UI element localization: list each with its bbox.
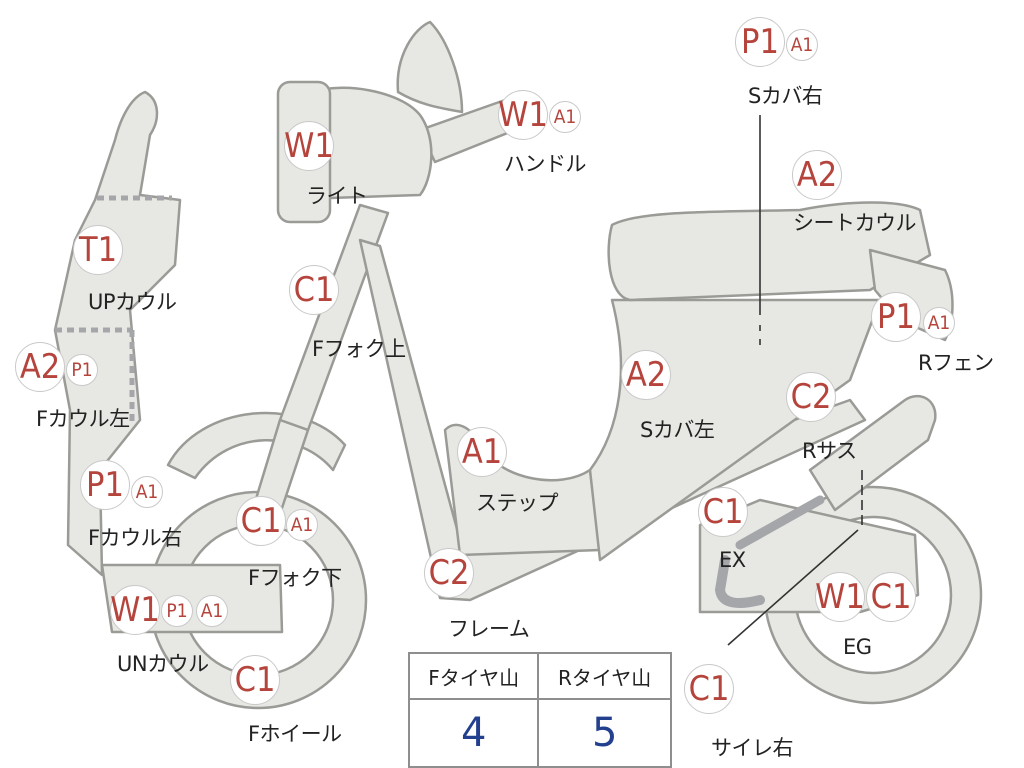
code-badge: P1 (161, 595, 193, 627)
code-badge: C1 (289, 265, 339, 315)
rear-suspension (808, 394, 937, 512)
code-badge: A1 (786, 29, 818, 61)
part-label-ex: EX (719, 548, 746, 572)
code-badge: A1 (549, 101, 581, 133)
part-label-step: ステップ (476, 491, 559, 515)
tire-tread-table: Fタイヤ山 Rタイヤ山 4 5 (407, 652, 672, 768)
part-label-f-cowl-right: Fカウル右 (88, 526, 182, 550)
code-badge: A1 (286, 509, 318, 541)
value-front-tire: 4 (407, 698, 540, 768)
part-label-fork-upper: Fフォク上 (312, 337, 406, 361)
part-label-side-cover-left: Sカバ左 (640, 418, 715, 442)
exhaust-pipe (714, 555, 765, 608)
code-badge: A2 (792, 150, 842, 200)
header-rear-tire: Rタイヤ山 (537, 652, 672, 700)
front-cowl (53, 90, 182, 577)
code-badge: A1 (131, 476, 163, 508)
code-badge: A1 (923, 307, 955, 339)
part-label-up-cowl: UPカウル (88, 290, 177, 314)
part-label-fork-lower: Fフォク下 (248, 566, 342, 590)
code-badge: W1 (815, 572, 865, 622)
leader-silencer (727, 529, 859, 646)
code-badge: P1 (66, 354, 98, 386)
windscreen (396, 20, 464, 114)
code-badge: C2 (424, 548, 474, 598)
part-label-silencer-right: サイレ右 (711, 736, 794, 760)
code-badge: W1 (498, 90, 548, 140)
front-fork (278, 203, 390, 432)
header-front-tire: Fタイヤ山 (407, 652, 540, 700)
code-badge: C2 (786, 372, 836, 422)
part-label-r-sus: Rサス (802, 439, 857, 463)
code-badge: C1 (236, 496, 286, 546)
code-badge: W1 (110, 585, 160, 635)
code-badge: A2 (621, 350, 671, 400)
part-label-f-cowl-left: Fカウル左 (36, 407, 130, 431)
code-badge: P1 (735, 17, 785, 67)
code-badge: P1 (80, 460, 130, 510)
code-badge: C1 (866, 572, 916, 622)
code-badge: A1 (457, 427, 507, 477)
part-label-under-cowl: UNカウル (117, 652, 209, 676)
code-badge: T1 (73, 225, 123, 275)
part-label-seat-cowl: シートカウル (793, 211, 917, 235)
part-label-r-fender: Rフェン (918, 351, 994, 375)
value-rear-tire: 5 (537, 698, 672, 768)
part-label-frame: フレーム (448, 617, 530, 641)
code-badge: C1 (698, 487, 748, 537)
part-label-engine: EG (843, 635, 872, 659)
code-badge: P1 (871, 292, 921, 342)
seat (607, 201, 932, 302)
front-fender (166, 411, 347, 480)
part-label-light: ライト (306, 184, 368, 208)
part-label-handle: ハンドル (504, 152, 587, 176)
part-label-side-cover-right: Sカバ右 (748, 84, 823, 108)
exhaust-link (735, 495, 825, 550)
part-label-f-wheel: Fホイール (248, 722, 342, 746)
code-badge: A1 (196, 595, 228, 627)
code-badge: A2 (15, 342, 65, 392)
code-badge: C1 (684, 664, 734, 714)
code-badge: W1 (284, 121, 334, 171)
code-badge: C1 (230, 655, 280, 705)
